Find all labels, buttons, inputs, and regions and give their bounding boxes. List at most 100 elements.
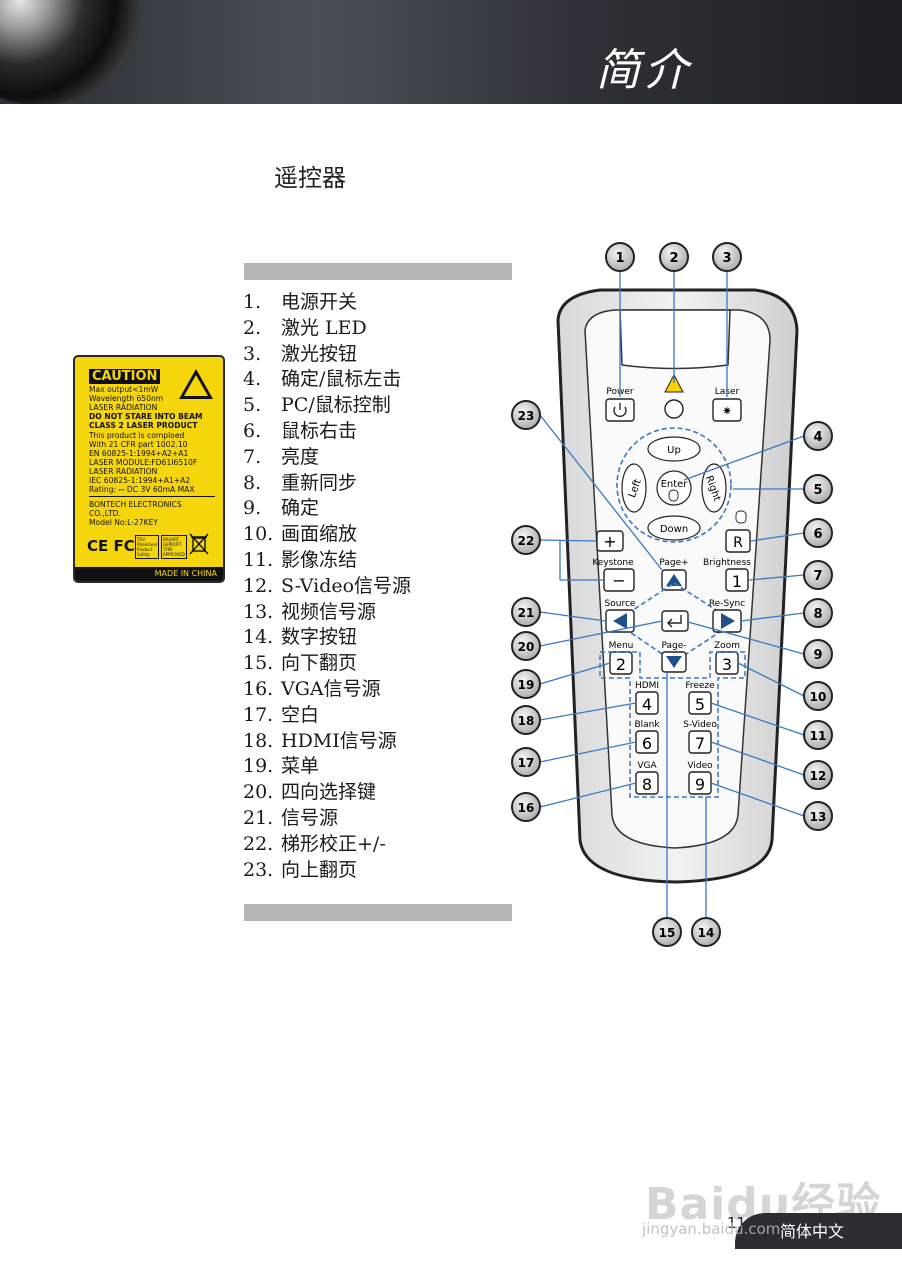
- mouse-left-icon: [668, 489, 679, 502]
- keystone-minus-label: −: [612, 571, 625, 590]
- digit-9-label: 9: [695, 775, 705, 794]
- enter-button[interactable]: [656, 470, 692, 506]
- list-item: 11.影像冻结: [243, 548, 358, 571]
- callout-8: 8: [803, 598, 833, 628]
- caution-line: Max output<1mW: [89, 385, 159, 394]
- remote-button-list: 1.电源开关 2.激光 LED 3.激光按钮 4.确定/鼠标左击 5.PC/鼠标…: [243, 290, 411, 883]
- resync-label: Re-Sync: [709, 599, 745, 609]
- svg-text:16: 16: [518, 801, 535, 815]
- callout-markers: 1 2 3 4 5 6 7 8 9 10 11 12 13 14 15 16 1…: [511, 242, 833, 947]
- list-item: 14.数字按钮: [243, 626, 358, 649]
- down-label: Down: [660, 524, 688, 535]
- ce-fc-marks: CE FC: [87, 537, 135, 555]
- svg-text:21: 21: [518, 606, 535, 620]
- bottom-divider-bar: [244, 904, 512, 921]
- mouse-pad-ring: [616, 427, 732, 543]
- up-button[interactable]: [647, 436, 701, 462]
- callout-5: 5: [803, 474, 833, 504]
- svg-text:13: 13: [810, 810, 827, 824]
- callout-1: 1: [605, 242, 635, 272]
- callout-13: 13: [803, 801, 833, 831]
- svg-text:3: 3: [722, 251, 731, 266]
- watermark-url: jingyan.baidu.com: [642, 1220, 781, 1238]
- svideo-label: S-Video: [683, 720, 717, 730]
- svg-text:18: 18: [518, 714, 535, 728]
- right-click-label: R: [733, 535, 743, 551]
- list-item: 20.四向选择键: [243, 781, 377, 804]
- caution-label: CAUTION Max output<1mW Wavelength 650nm …: [73, 355, 225, 583]
- callout-10: 10: [803, 681, 833, 711]
- laser-led-warning-icon: [664, 373, 684, 393]
- svg-text:6: 6: [813, 527, 822, 542]
- menu-label: Menu: [609, 641, 634, 651]
- callout-21: 21: [511, 597, 541, 627]
- list-item: 7.亮度: [243, 445, 320, 468]
- list-item: 10.画面缩放: [243, 523, 358, 546]
- caution-line: Model No:L-27KEY: [89, 518, 159, 527]
- list-item: 22.梯形校正+/-: [243, 832, 386, 855]
- page-up-label: Page+: [659, 558, 688, 568]
- callout-2: 2: [659, 242, 689, 272]
- mouse-right-icon: [735, 510, 747, 524]
- brightness-label: Brightness: [703, 558, 751, 568]
- callout-9: 9: [803, 639, 833, 669]
- svg-text:8: 8: [813, 607, 822, 622]
- callout-7: 7: [803, 560, 833, 590]
- list-item: 15.向下翻页: [243, 652, 358, 675]
- weee-bin-icon: [189, 533, 209, 555]
- svg-text:9: 9: [813, 648, 822, 663]
- list-item: 3.激光按钮: [243, 342, 358, 365]
- left-arrow-icon: [613, 613, 627, 629]
- list-item: 19.菜单: [243, 755, 320, 778]
- digit-1-label: 1: [732, 572, 742, 591]
- caution-footer: MADE IN CHINA: [75, 567, 223, 581]
- list-item: 13.视频信号源: [243, 600, 377, 623]
- digit-5-label: 5: [695, 695, 705, 714]
- list-item: 4.确定/鼠标左击: [243, 368, 402, 391]
- down-button[interactable]: [647, 515, 701, 541]
- remote-diagram: Power Laser ✷ Up Down Left Right Enter R…: [511, 242, 833, 947]
- caution-line: Rating: ⎓ DC 3V 60mA MAX: [89, 485, 195, 494]
- digit-8-label: 8: [642, 775, 652, 794]
- laser-star-icon: ✷: [722, 404, 732, 418]
- caution-line: LASER MODULE:FD61I6510F: [89, 458, 198, 467]
- laser-warning-icon: [179, 369, 213, 399]
- header-title: 简介: [596, 45, 692, 96]
- language-tab: [735, 1213, 902, 1249]
- list-item: 23.向上翻页: [243, 858, 358, 881]
- top-divider-bar: [244, 263, 512, 280]
- callout-11: 11: [803, 720, 833, 750]
- callout-12: 12: [803, 760, 833, 790]
- svg-text:17: 17: [518, 756, 535, 770]
- hdmi-label: HDMI: [635, 681, 659, 691]
- page-up-arrow-icon: [666, 574, 682, 586]
- caution-line: With 21 CFR part 1002.10: [89, 440, 188, 449]
- list-item: 18.HDMI信号源: [243, 729, 397, 752]
- svg-text:10: 10: [810, 690, 827, 704]
- svg-text:4: 4: [813, 430, 822, 445]
- list-item: 21.信号源: [243, 806, 339, 829]
- keystone-plus-label: +: [603, 532, 616, 551]
- freeze-label: Freeze: [685, 681, 715, 691]
- callout-23: 23: [511, 400, 541, 430]
- source-label: Source: [605, 599, 636, 609]
- left-button[interactable]: [621, 463, 647, 513]
- laser-button[interactable]: [712, 398, 742, 422]
- callout-leader-lines: [539, 271, 805, 918]
- callout-17: 17: [511, 747, 541, 777]
- page-down-label: Page-: [661, 641, 686, 651]
- list-item: 5.PC/鼠标控制: [243, 394, 391, 417]
- digit-3-label: 3: [722, 655, 732, 674]
- enter-label: Enter: [661, 479, 689, 490]
- list-item: 2.激光 LED: [243, 316, 367, 339]
- brightness-button[interactable]: [725, 568, 749, 592]
- right-click-button[interactable]: [725, 529, 751, 553]
- caution-line: CLASS 2 LASER PRODUCT: [89, 421, 198, 430]
- callout-4: 4: [803, 421, 833, 451]
- right-button[interactable]: [701, 463, 727, 513]
- language-label: 简体中文: [780, 1222, 845, 1241]
- svg-text:23: 23: [518, 409, 535, 423]
- callout-19: 19: [511, 669, 541, 699]
- laser-led: [664, 399, 684, 419]
- enter-key-button[interactable]: [661, 610, 689, 632]
